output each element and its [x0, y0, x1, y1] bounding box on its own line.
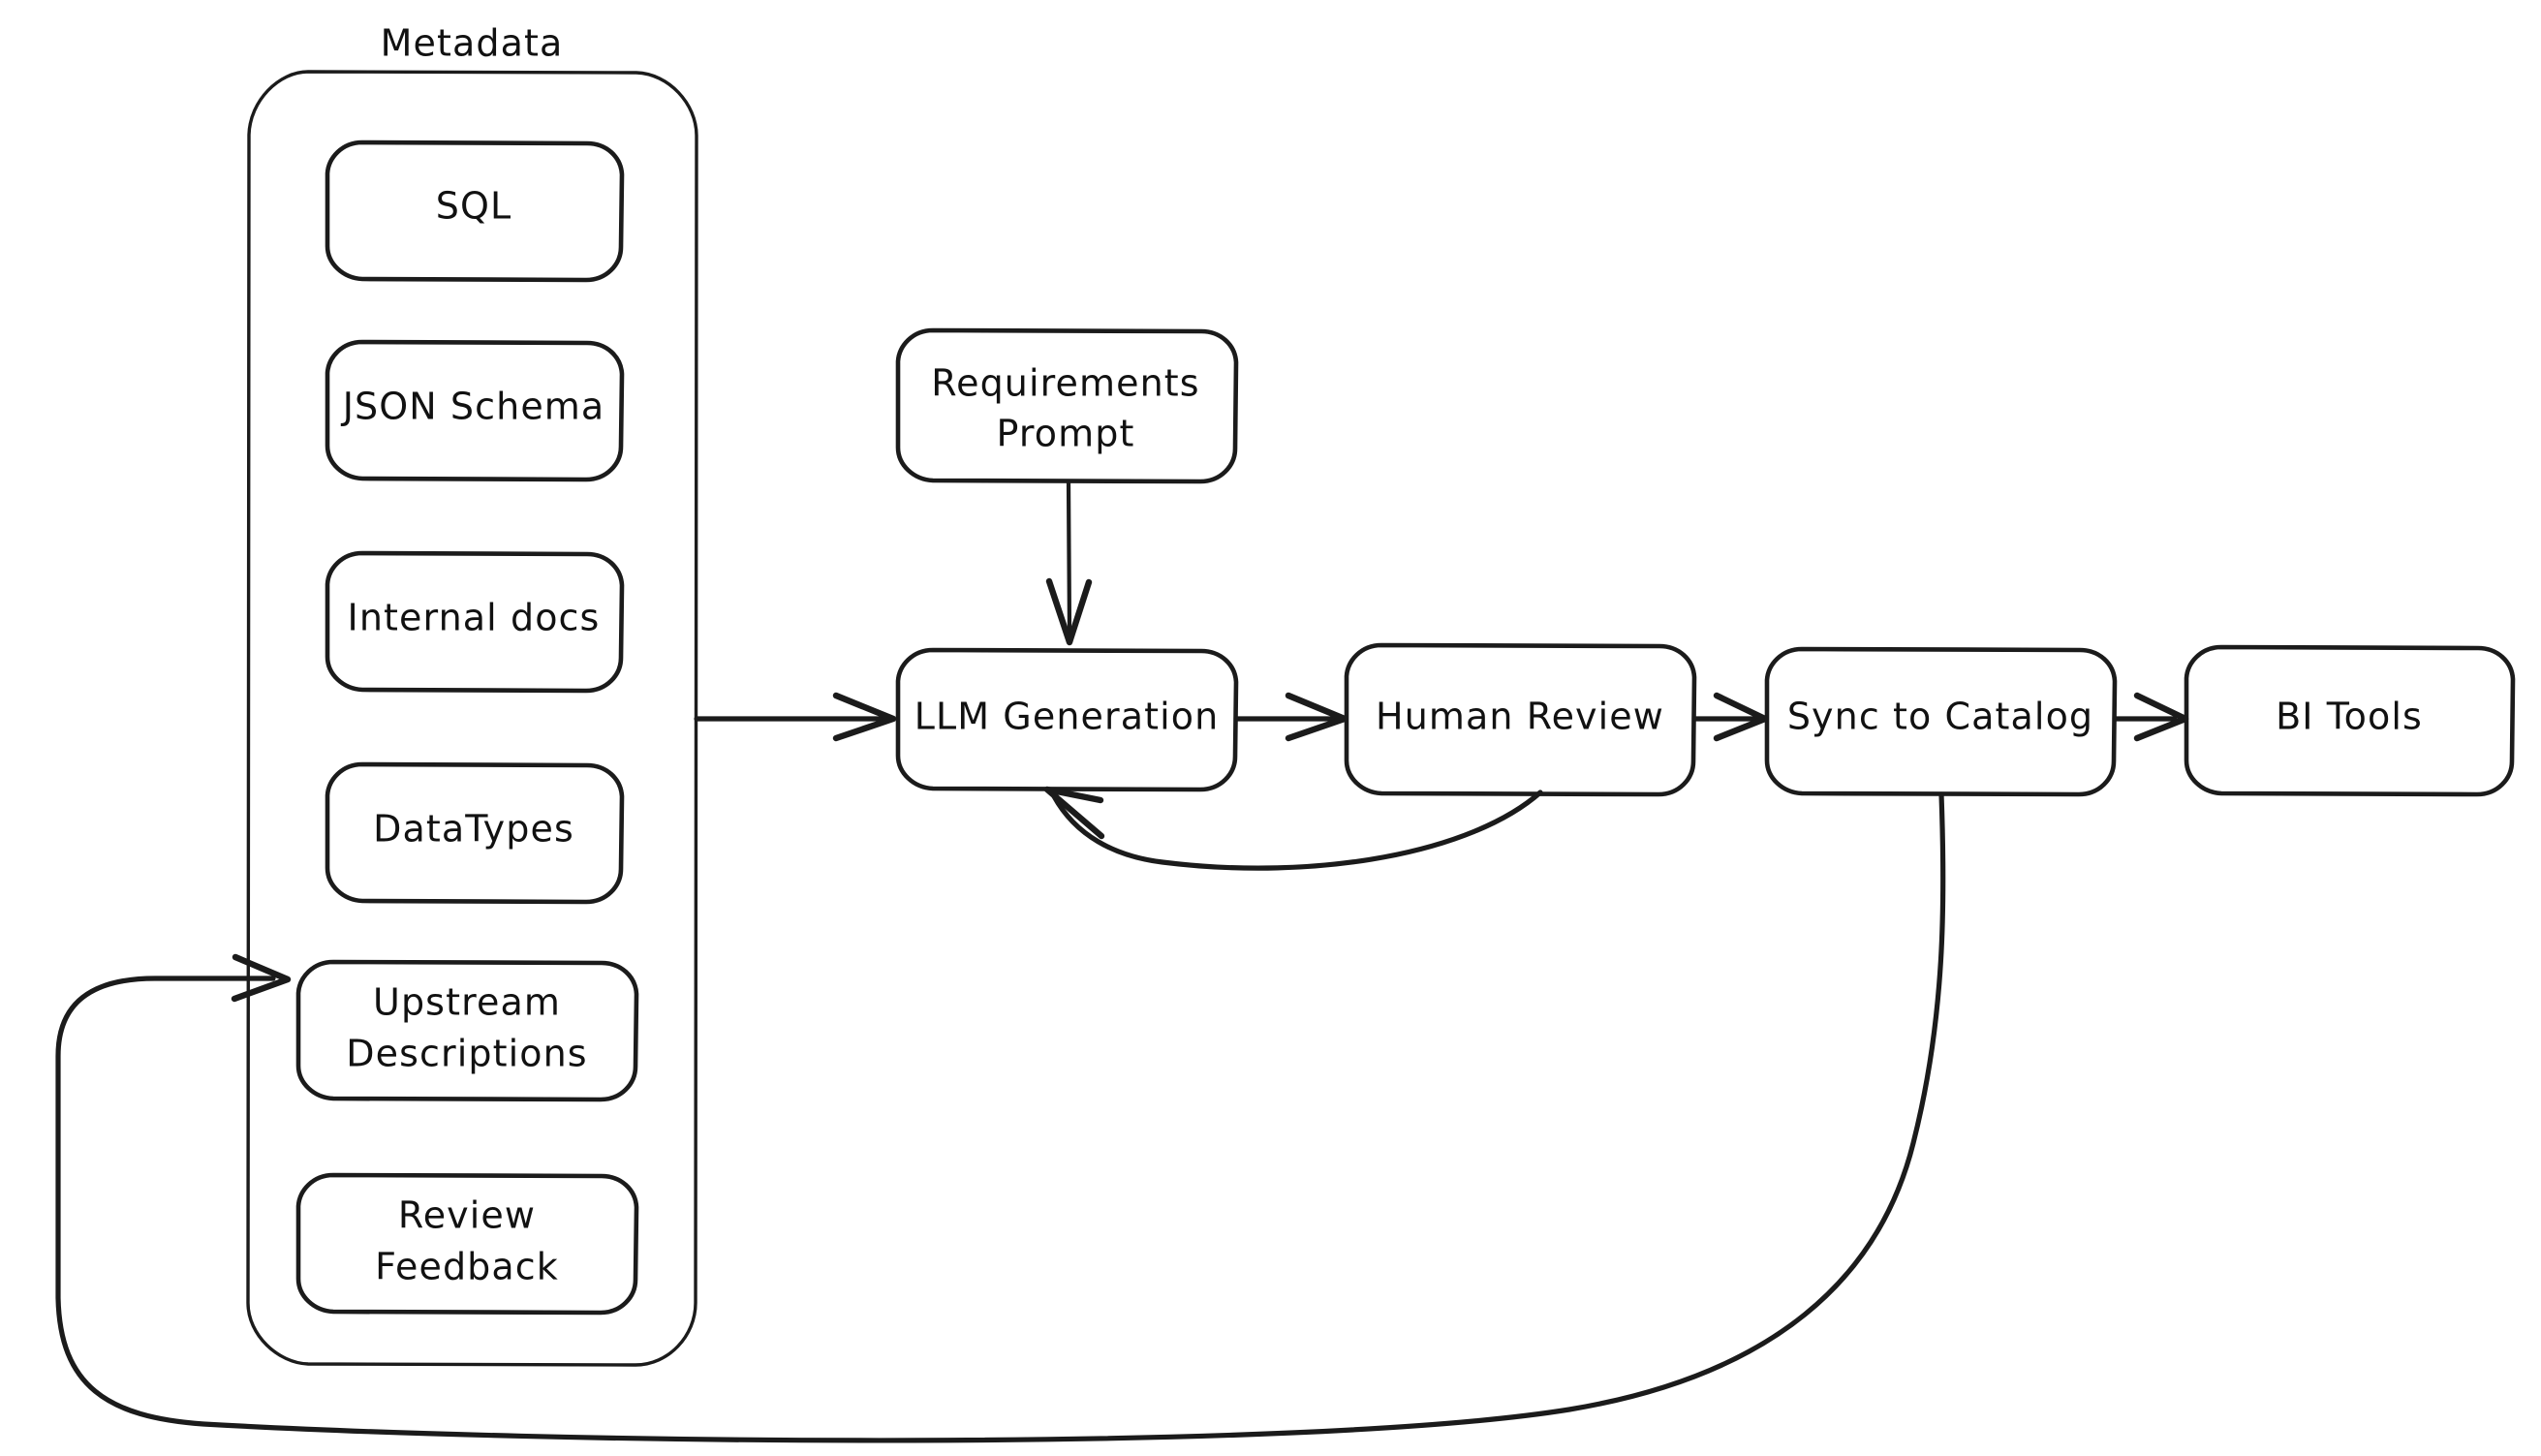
- data-types-label: DataTypes: [373, 808, 574, 851]
- node-bi-tools[interactable]: BI Tools: [2184, 644, 2516, 797]
- node-sql[interactable]: SQL: [325, 139, 625, 283]
- edge-review-back-to-llm: [1043, 786, 1543, 871]
- edge-prompt-to-llm: [1045, 479, 1093, 646]
- llm-generation-box: [895, 647, 1239, 792]
- internal-docs-label: Internal docs: [348, 597, 601, 639]
- edge-metadata-to-llm-arrowhead: [832, 692, 897, 742]
- edge-sync-to-bi: [2112, 692, 2189, 742]
- node-internal-docs[interactable]: Internal docs: [325, 550, 625, 694]
- review-feedback-label-line2: Feedback: [375, 1246, 559, 1288]
- node-data-types[interactable]: DataTypes: [325, 761, 625, 905]
- edge-metadata-to-llm: [694, 692, 897, 742]
- sql-label: SQL: [436, 185, 512, 228]
- json-schema-box: [325, 339, 625, 482]
- edge-prompt-to-llm-arrowhead: [1045, 577, 1093, 646]
- requirements-prompt-label-line1: Requirements: [931, 362, 1199, 405]
- edge-sync-to-upstream: [55, 791, 1946, 1443]
- internal-docs-box: [325, 550, 625, 694]
- json-schema-label: JSON Schema: [341, 386, 605, 428]
- edge-llm-to-review-arrowhead: [1285, 692, 1348, 742]
- node-human-review[interactable]: Human Review: [1344, 642, 1697, 797]
- review-feedback-box: [295, 1172, 639, 1316]
- edge-review-to-sync-arrowhead: [1713, 692, 1769, 742]
- edge-review-to-sync: [1691, 692, 1769, 742]
- edge-review-back-to-llm-curve: [1051, 790, 1543, 871]
- node-review-feedback[interactable]: Review Feedback: [295, 1172, 639, 1316]
- metadata-group-label: Metadata: [381, 22, 564, 65]
- edge-review-back-to-llm-arrowhead: [1043, 786, 1105, 840]
- bi-tools-label: BI Tools: [2276, 696, 2423, 738]
- bi-tools-box: [2184, 644, 2516, 797]
- edge-llm-to-review: [1233, 692, 1348, 742]
- sync-to-catalog-box: [1764, 646, 2118, 797]
- review-feedback-label-line1: Review: [398, 1194, 536, 1237]
- requirements-prompt-label-line2: Prompt: [997, 413, 1135, 455]
- node-json-schema[interactable]: JSON Schema: [325, 339, 625, 482]
- llm-generation-label: LLM Generation: [914, 696, 1220, 738]
- data-types-box: [325, 761, 625, 905]
- node-requirements-prompt[interactable]: Requirements Prompt: [895, 327, 1239, 484]
- edge-sync-to-upstream-arrowhead: [231, 953, 292, 1003]
- human-review-box: [1344, 642, 1697, 797]
- sync-to-catalog-label: Sync to Catalog: [1787, 696, 2093, 738]
- node-sync-to-catalog[interactable]: Sync to Catalog: [1764, 646, 2118, 797]
- upstream-descriptions-label-line1: Upstream: [373, 981, 561, 1024]
- edge-sync-to-bi-arrowhead: [2133, 692, 2189, 742]
- node-upstream-descriptions[interactable]: Upstream Descriptions: [295, 959, 639, 1102]
- upstream-descriptions-label-line2: Descriptions: [346, 1033, 587, 1075]
- node-llm-generation[interactable]: LLM Generation: [895, 647, 1239, 792]
- requirements-prompt-box: [895, 327, 1239, 484]
- upstream-descriptions-box: [295, 959, 639, 1102]
- human-review-label: Human Review: [1376, 696, 1664, 738]
- edge-sync-to-upstream-loop: [55, 791, 1946, 1443]
- sql-box: [325, 139, 625, 283]
